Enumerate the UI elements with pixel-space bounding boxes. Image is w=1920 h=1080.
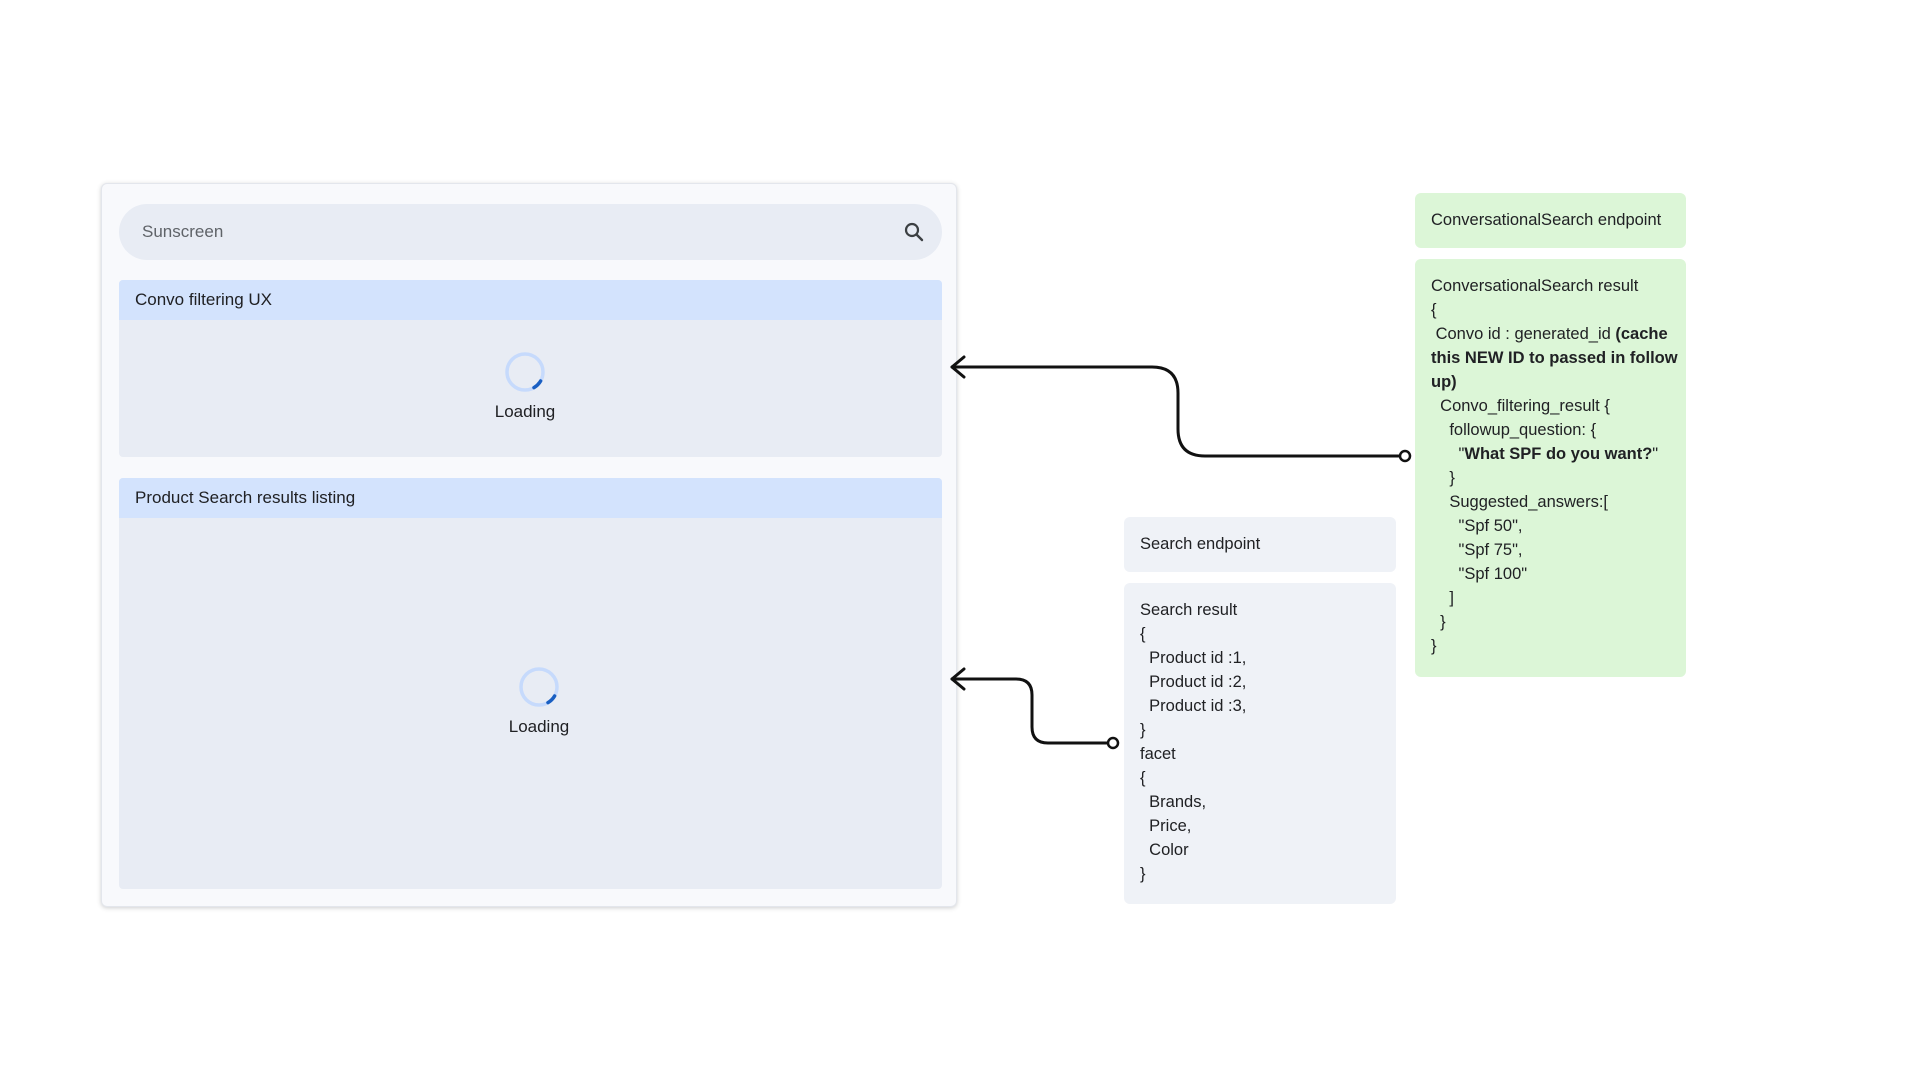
- code-text: ": [1431, 445, 1465, 463]
- convo-endpoint-title: ConversationalSearch endpoint: [1431, 211, 1662, 229]
- convo-result-card: ConversationalSearch result { Convo id : …: [1415, 259, 1686, 677]
- code-line: "Spf 50",: [1431, 514, 1670, 538]
- search-result-arrow: [950, 667, 1110, 745]
- code-line: Convo_filtering_result {: [1431, 394, 1670, 418]
- convo-endpoint-card: ConversationalSearch endpoint: [1415, 193, 1686, 248]
- convo-result-code: ConversationalSearch result { Convo id : …: [1431, 274, 1678, 658]
- convo-loading-label: Loading: [494, 402, 556, 421]
- code-line: "Spf 75",: [1431, 538, 1670, 562]
- code-text: "Spf 100": [1431, 565, 1528, 583]
- product-loading-indicator: Loading: [479, 665, 599, 737]
- code-line: }: [1140, 865, 1146, 883]
- code-line: Price,: [1140, 817, 1192, 835]
- code-line: facet: [1140, 745, 1176, 763]
- code-line: ConversationalSearch result: [1431, 274, 1670, 298]
- search-icon[interactable]: [902, 220, 926, 244]
- code-line: "What SPF do you want?": [1431, 442, 1670, 466]
- code-bold-text: up): [1431, 373, 1457, 391]
- code-line: }: [1431, 610, 1670, 634]
- product-results-panel: Product Search results listing Loading: [119, 478, 942, 889]
- search-arrow-origin-dot: [1106, 736, 1120, 750]
- search-input[interactable]: [142, 204, 842, 260]
- code-text: Convo_filtering_result {: [1431, 397, 1610, 415]
- code-text: }: [1431, 469, 1455, 487]
- search-result-card: Search result { Product id :1, Product id…: [1124, 583, 1396, 904]
- code-line: }: [1431, 634, 1670, 658]
- code-line: {: [1431, 298, 1670, 322]
- code-line: Color: [1140, 841, 1189, 859]
- convo-filtering-panel: Convo filtering UX Loading: [119, 280, 942, 457]
- code-text: ConversationalSearch result: [1431, 277, 1639, 295]
- code-bold-text: What SPF do you want?: [1464, 445, 1653, 463]
- code-line: }: [1431, 466, 1670, 490]
- convo-loading-indicator: Loading: [465, 350, 585, 422]
- code-bold-text: this NEW ID to passed in follow: [1431, 349, 1678, 367]
- code-text: Suggested_answers:[: [1431, 493, 1609, 511]
- code-text: "Spf 50",: [1431, 517, 1523, 535]
- code-line: Brands,: [1140, 793, 1207, 811]
- code-bold-text: (cache: [1615, 325, 1668, 343]
- code-text: }: [1431, 637, 1437, 655]
- code-line: Product id :3,: [1140, 697, 1247, 715]
- code-text: {: [1431, 301, 1437, 319]
- code-line: this NEW ID to passed in follow: [1431, 346, 1678, 370]
- code-text: "Spf 75",: [1431, 541, 1523, 559]
- code-line: Search result: [1140, 601, 1238, 619]
- product-loading-label: Loading: [508, 717, 570, 736]
- code-text: ]: [1431, 589, 1454, 607]
- code-line: "Spf 100": [1431, 562, 1670, 586]
- search-ui-mockup: Convo filtering UX Loading Product Searc…: [101, 183, 957, 907]
- search-endpoint-title: Search endpoint: [1140, 535, 1261, 553]
- code-text: }: [1431, 613, 1446, 631]
- code-text: followup_question: {: [1431, 421, 1597, 439]
- convo-filtering-title: Convo filtering UX: [119, 280, 942, 320]
- spinner-icon: [505, 352, 545, 392]
- search-endpoint-card: Search endpoint: [1124, 517, 1396, 572]
- search-result-code: Search result { Product id :1, Product id…: [1140, 598, 1380, 886]
- convo-arrow-origin-dot: [1398, 449, 1412, 463]
- code-line: up): [1431, 370, 1670, 394]
- code-line: {: [1140, 769, 1146, 787]
- code-text-after: ": [1652, 445, 1659, 463]
- search-bar[interactable]: [119, 204, 942, 260]
- code-line: }: [1140, 721, 1146, 739]
- code-line: Suggested_answers:[: [1431, 490, 1670, 514]
- code-line: followup_question: {: [1431, 418, 1670, 442]
- code-line: {: [1140, 625, 1146, 643]
- code-text: Convo id : generated_id: [1431, 325, 1616, 343]
- product-results-title: Product Search results listing: [119, 478, 942, 518]
- convo-result-arrow: [950, 355, 1402, 458]
- spinner-icon: [519, 667, 559, 707]
- code-line: Product id :1,: [1140, 649, 1247, 667]
- code-line: Convo id : generated_id (cache: [1431, 322, 1670, 346]
- code-line: Product id :2,: [1140, 673, 1247, 691]
- code-line: ]: [1431, 586, 1670, 610]
